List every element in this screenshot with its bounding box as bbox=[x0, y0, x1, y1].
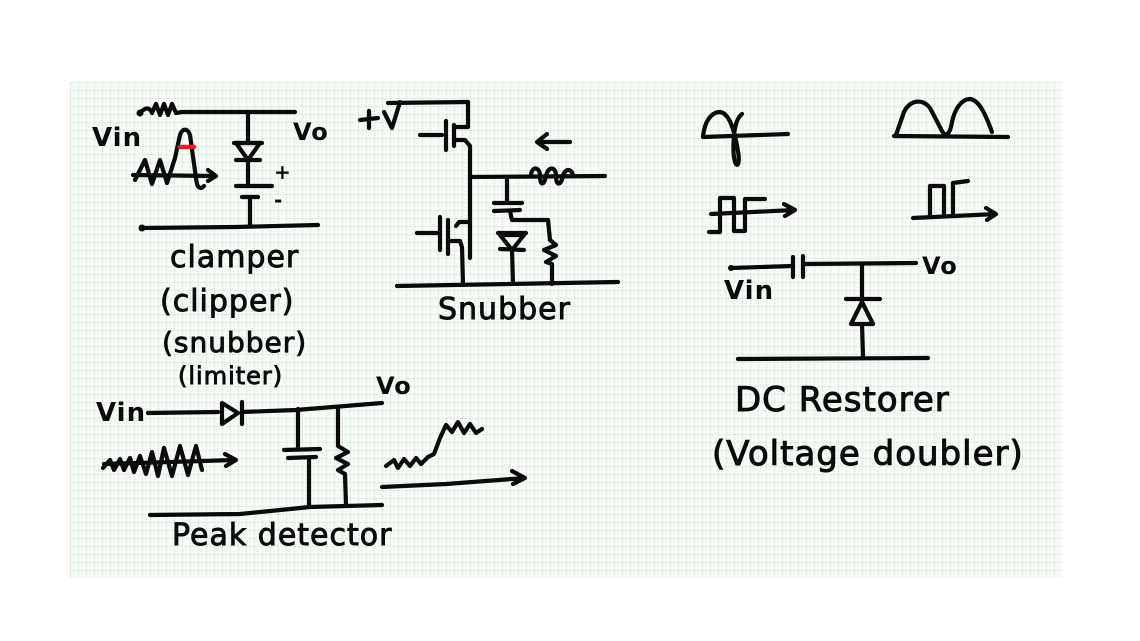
peak-cap-plate-bottom bbox=[285, 454, 319, 461]
snubber-resistor-icon bbox=[541, 237, 559, 287]
snubber-wire bbox=[507, 208, 553, 243]
lower-mosfet-body-icon bbox=[445, 238, 466, 287]
snubber-wire bbox=[509, 247, 516, 286]
limiter-subtitle: (limiter) bbox=[178, 362, 284, 391]
graph-paper-background bbox=[70, 82, 1062, 578]
input-wire bbox=[145, 409, 221, 416]
clamper-vo-label: Vo bbox=[293, 118, 329, 146]
snubber-subtitle: (snubber) bbox=[162, 326, 308, 360]
battery-minus-label: - bbox=[274, 188, 284, 212]
peak-cap-plate-top bbox=[281, 446, 323, 453]
snubber-circuit bbox=[357, 99, 621, 289]
clamper-vin-label: Vin bbox=[92, 123, 143, 153]
lower-drain bbox=[453, 219, 473, 229]
snubber-ground-rail bbox=[394, 279, 621, 289]
sine-axis bbox=[700, 131, 791, 140]
input-wire bbox=[728, 263, 795, 271]
restorer-vin-label: Vin bbox=[724, 276, 775, 306]
clamper-title: clamper bbox=[170, 240, 300, 276]
upper-mosfet-body-icon bbox=[451, 124, 473, 261]
snubber-title: Snubber bbox=[438, 292, 571, 328]
peak-vo-label: Vo bbox=[376, 372, 412, 400]
peak-diode-icon bbox=[219, 400, 241, 427]
output-wire bbox=[800, 260, 919, 267]
clipper-subtitle: (clipper) bbox=[160, 284, 295, 320]
clamper-circuit bbox=[130, 101, 321, 232]
time-arrow-icon bbox=[101, 451, 239, 469]
current-arrow-icon bbox=[534, 131, 573, 152]
bottom-rail-wire bbox=[139, 222, 321, 231]
time-arrow-icon bbox=[910, 205, 999, 223]
time-arrow-icon bbox=[708, 201, 798, 219]
peak-detector-circuit bbox=[100, 399, 528, 518]
peak-resistor-icon bbox=[333, 404, 351, 508]
dc-restorer-title: DC Restorer bbox=[735, 380, 950, 421]
sine-wave-icon bbox=[700, 109, 745, 167]
snubber-diode-icon bbox=[497, 232, 527, 253]
input-waveform-icon bbox=[132, 127, 207, 190]
waveform-examples bbox=[700, 96, 1011, 235]
restorer-wire bbox=[859, 321, 866, 359]
time-axis-arrow-icon bbox=[130, 167, 219, 184]
time-arrow-icon bbox=[379, 468, 528, 490]
rectified-humps-icon bbox=[893, 96, 995, 138]
peak-ground-rail bbox=[147, 502, 385, 518]
restorer-diode-icon bbox=[848, 299, 876, 327]
voltage-doubler-subtitle: (Voltage doubler) bbox=[712, 434, 1024, 475]
top-rail-wire bbox=[137, 101, 298, 118]
restorer-ground-rail bbox=[735, 355, 931, 362]
diode-triangle-icon bbox=[233, 140, 263, 163]
restorer-vo-label: Vo bbox=[922, 252, 958, 280]
supply-rail bbox=[385, 99, 471, 106]
peak-vin-label: Vin bbox=[96, 398, 147, 428]
v-glyph bbox=[381, 99, 403, 131]
output-wire bbox=[239, 400, 385, 415]
humps-axis bbox=[891, 133, 1011, 140]
square-wave-output-icon bbox=[927, 178, 971, 219]
output-envelope-icon bbox=[383, 419, 485, 471]
midpoint-wire bbox=[467, 173, 608, 180]
battery-plus-label: + bbox=[274, 160, 292, 184]
peak-detector-title: Peak detector bbox=[172, 518, 393, 554]
plus-sign-icon bbox=[357, 108, 381, 131]
inductor-icon bbox=[528, 166, 576, 186]
dc-restorer-circuit bbox=[728, 253, 931, 362]
snubber-cap-plate-bottom bbox=[491, 207, 523, 214]
